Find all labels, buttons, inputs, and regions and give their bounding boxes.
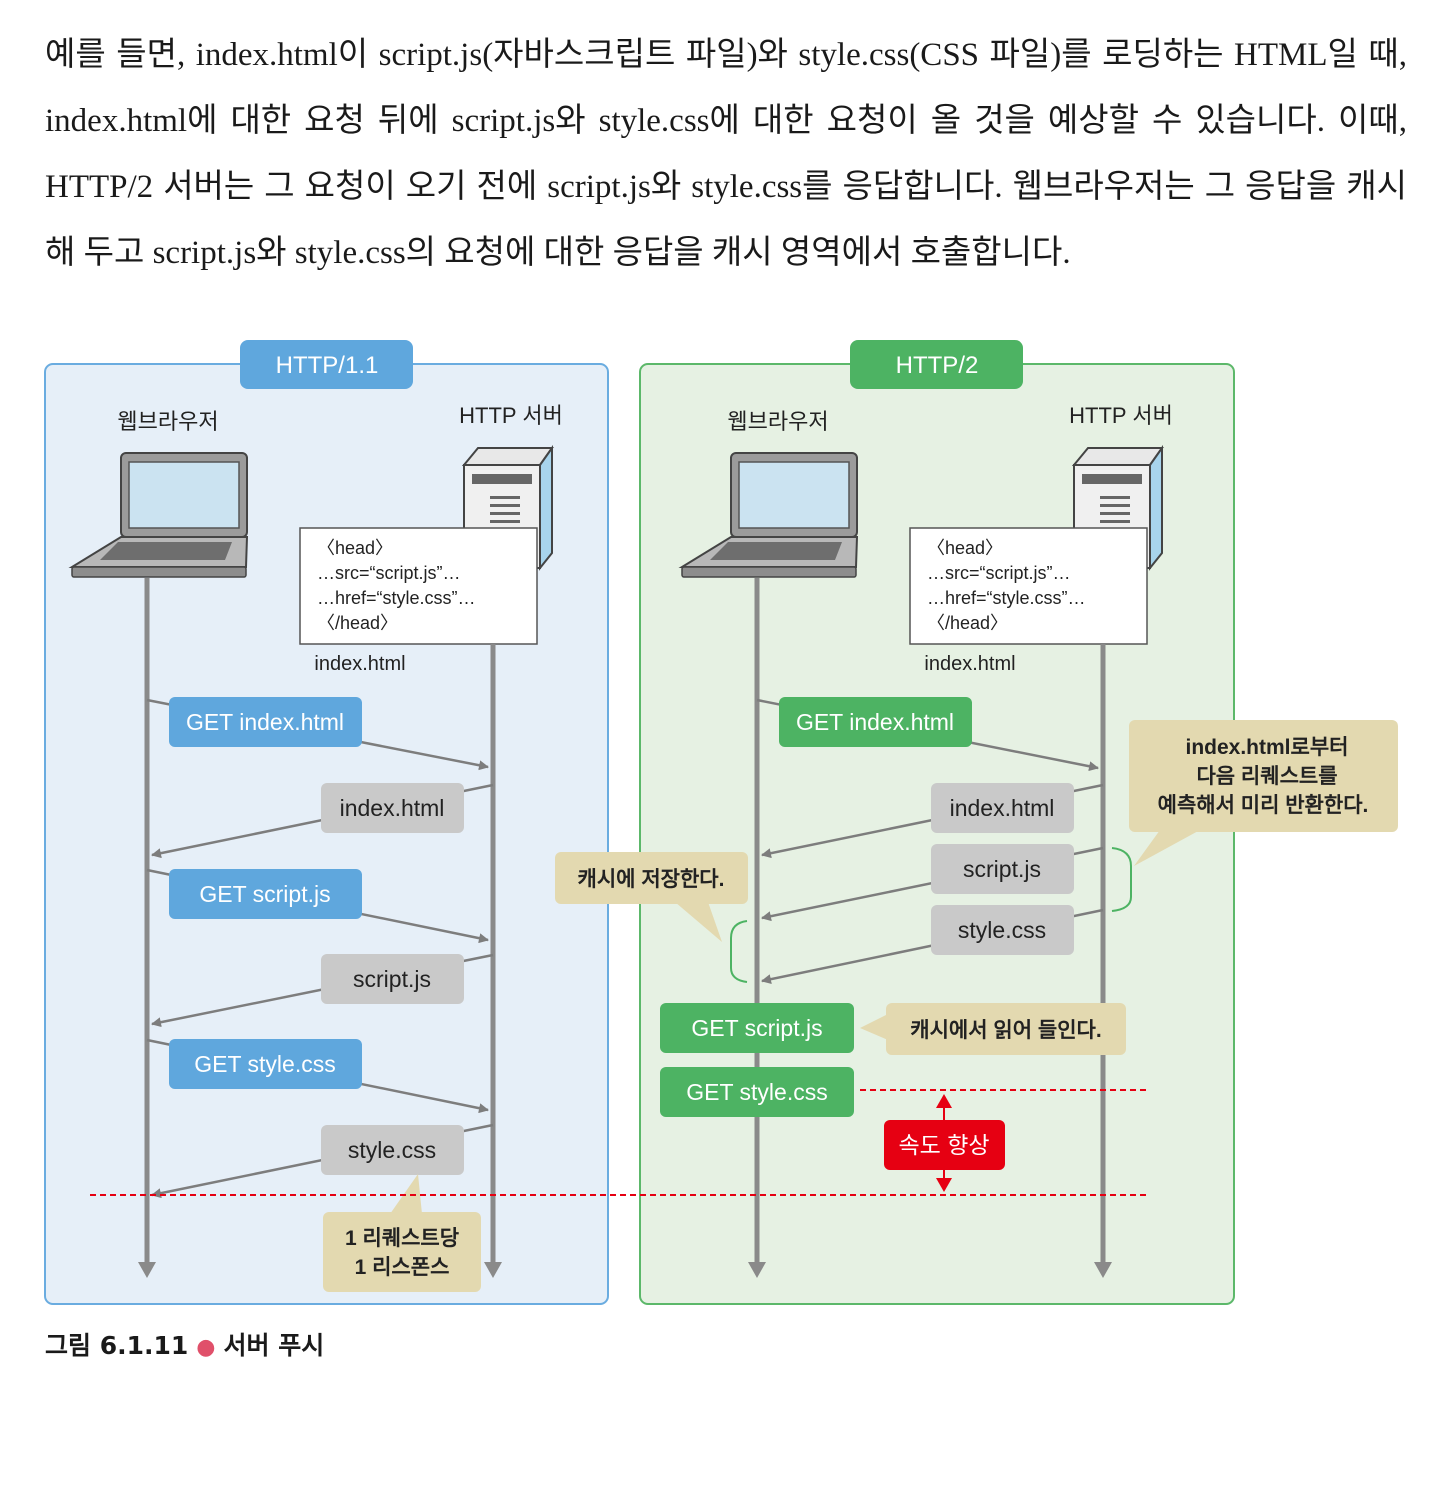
http11-resp-index: index.html [340, 795, 445, 821]
http2-resp-style: style.css [958, 917, 1046, 943]
code-line: 〈/head〉 [927, 613, 1008, 633]
push-group-brace [1111, 847, 1132, 912]
http2-resp-index: index.html [950, 795, 1055, 821]
http11-get-index: GET index.html [186, 709, 344, 735]
http2-get-script: GET script.js [691, 1015, 822, 1041]
code-line: 〈/head〉 [317, 613, 398, 633]
http11-get-script: GET script.js [199, 881, 330, 907]
figure-caption: 그림 6.1.11 ● 서버 푸시 [45, 1326, 324, 1362]
http11-title: HTTP/1.1 [276, 352, 379, 379]
code-line: …src=“script.js”… [317, 563, 461, 583]
http2-file-label: index.html [924, 653, 1015, 675]
code-line: …href=“style.css”… [927, 588, 1086, 608]
http2-get-style: GET style.css [686, 1079, 827, 1105]
http2-code-box [909, 527, 1148, 645]
http11-resp-script-box [321, 954, 464, 1004]
http11-resp-index-box [321, 783, 464, 833]
code-line: …src=“script.js”… [927, 563, 1071, 583]
http11-get-script-box [169, 869, 362, 919]
laptop-icon [68, 452, 249, 578]
http2-get-style-box [660, 1067, 854, 1117]
http2-resp-script-box [931, 844, 1074, 894]
http2-cache-read-callout: 캐시에서 읽어 들인다. [860, 1003, 1126, 1055]
http2-resp-script: script.js [963, 856, 1041, 882]
speed-up-badge [884, 1120, 1005, 1170]
http2-server-label: HTTP 서버 [1069, 403, 1173, 428]
http2-predict-callout: index.html로부터 다음 리퀘스트를 예측해서 미리 반환한다. [1129, 720, 1398, 866]
speed-up-label: 속도 향상 [898, 1132, 989, 1158]
http2-get-script-box [660, 1003, 854, 1053]
http11-resp-style-box [321, 1125, 464, 1175]
http2-browser-label: 웹브라우저 [727, 409, 828, 434]
http11-note-line2: 1 리스폰스 [355, 1256, 450, 1279]
laptop-icon [678, 452, 859, 578]
code-line: …href=“style.css”… [317, 588, 476, 608]
http11-note-callout: 1 리퀘스트당 1 리스폰스 [323, 1174, 481, 1292]
http11-resp-script: script.js [353, 966, 431, 992]
http11-browser-label: 웹브라우저 [117, 409, 218, 434]
http11-title-tab [240, 340, 413, 389]
code-line: 〈head〉 [927, 538, 1003, 558]
http2-predict-line3: 예측해서 미리 반환한다. [1158, 794, 1369, 817]
http2-get-index-box [779, 697, 972, 747]
http2-panel: HTTP/2 웹브라우저 HTTP 서버 〈head〉 …src=“script… [555, 340, 1398, 1305]
http2-cache-store-callout: 캐시에 저장한다. [555, 852, 748, 942]
http2-resp-index-box [931, 783, 1074, 833]
bullet-icon: ● [196, 1335, 216, 1360]
http2-predict-line2: 다음 리퀘스트를 [1196, 765, 1337, 788]
code-line: 〈head〉 [317, 538, 393, 558]
http11-get-index-box [169, 697, 362, 747]
http11-get-style-box [169, 1039, 362, 1089]
http2-resp-style-box [931, 905, 1074, 955]
http2-cache-read: 캐시에서 읽어 들인다. [910, 1019, 1101, 1042]
http2-predict-line1: index.html로부터 [1186, 736, 1349, 759]
http11-get-style: GET style.css [194, 1051, 335, 1077]
http2-cache-store: 캐시에 저장한다. [578, 868, 725, 891]
figure-number: 그림 6.1.11 [45, 1331, 189, 1360]
figure-title: 서버 푸시 [223, 1331, 325, 1360]
http2-title-tab [850, 340, 1023, 389]
http11-file-label: index.html [314, 653, 405, 675]
http11-resp-style: style.css [348, 1137, 436, 1163]
http11-panel: HTTP/1.1 웹브라우저 HTTP 서버 〈head〉 …src=“scri… [44, 340, 609, 1305]
http11-code-box [299, 527, 538, 645]
http11-server-label: HTTP 서버 [459, 403, 563, 428]
http11-note-line1: 1 리퀘스트당 [345, 1227, 459, 1250]
http2-title: HTTP/2 [896, 352, 979, 379]
http2-get-index: GET index.html [796, 709, 954, 735]
cache-group-brace [730, 920, 748, 983]
intro-paragraph: 예를 들면, index.html이 script.js(자바스크립트 파일)와… [45, 37, 1407, 271]
